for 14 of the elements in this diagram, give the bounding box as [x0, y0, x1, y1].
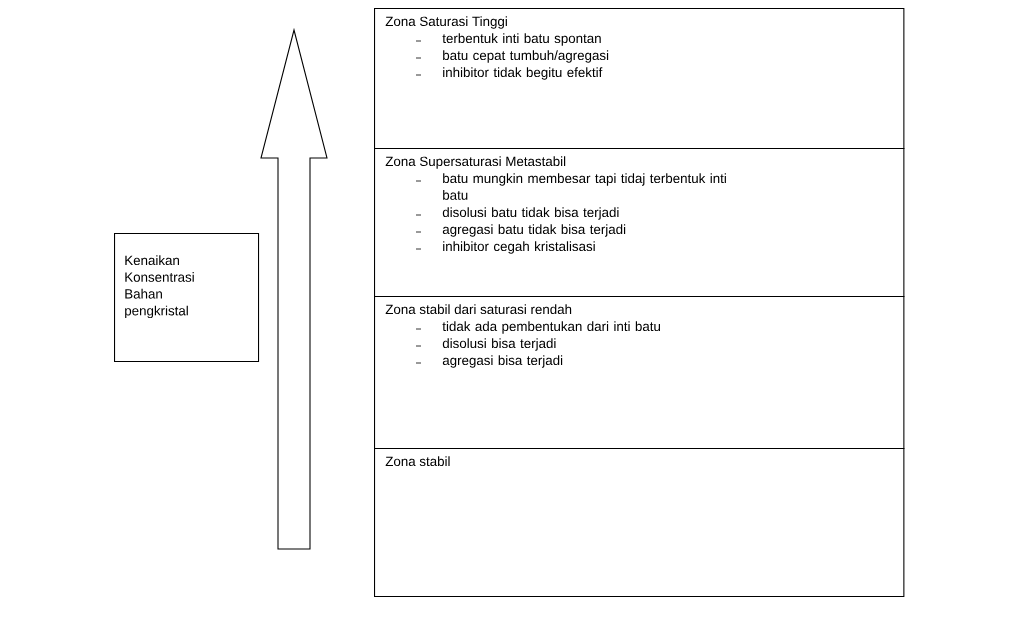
zone-heading: Zona Supersaturasi Metastabil [385, 156, 566, 169]
box-label: Kenaikan Konsentrasi Bahan pengkristal [125, 255, 194, 319]
bullet-item: inhibitor tidak begitu efektif [443, 67, 603, 80]
zone-heading: Zona stabil dari saturasi rendah [385, 304, 572, 315]
bullet-item: inhibitor cegah kristalisasi [443, 241, 595, 254]
bullet-item: agregasi batu tidak bisa terjadi [442, 224, 626, 237]
bullet-item: disolusi batu tidak bisa terjadi [442, 207, 619, 220]
zone-heading: Zona Saturasi Tinggi [385, 16, 507, 29]
bullet-item: disolusi bisa terjadi [442, 338, 556, 351]
bullet-item: agregasi bisa terjadi [442, 355, 563, 368]
bullet-item: batu cepat tumbuh/agregasi [443, 50, 609, 63]
bullet-item: terbentuk inti batu spontan [442, 33, 601, 46]
zone-heading: Zona stabil [385, 456, 450, 467]
bullet-item: tidak ada pembentukan dari inti batu [442, 321, 660, 334]
